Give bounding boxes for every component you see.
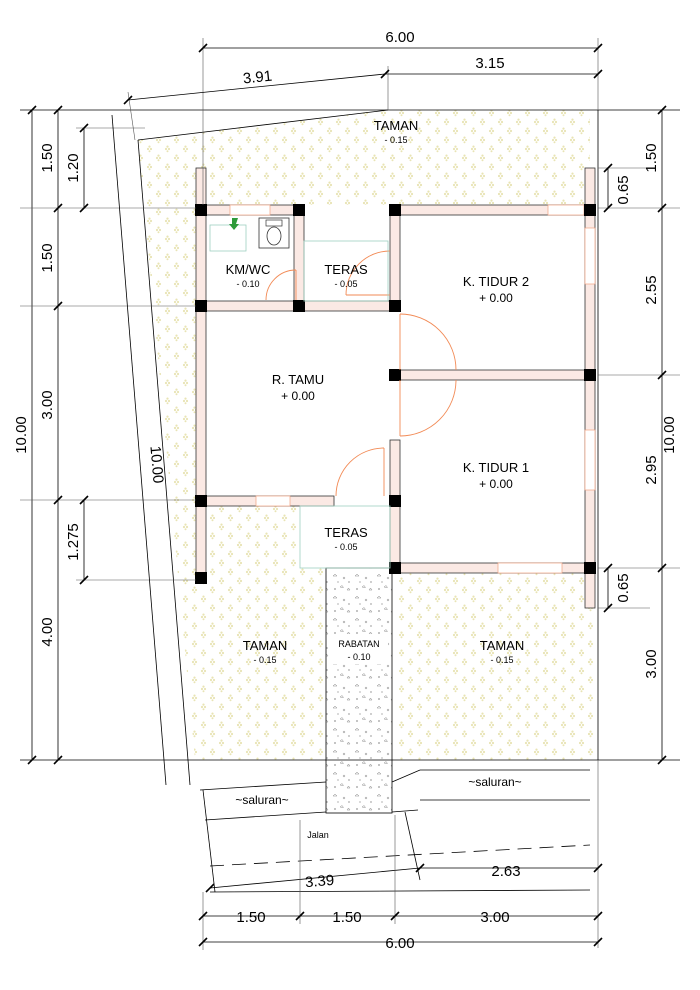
toilet-icon <box>229 218 239 230</box>
dim-right-total: 10.00 <box>661 416 678 454</box>
label-taman-right: TAMAN <box>480 638 525 653</box>
label-kmwc: KM/WC <box>226 262 271 277</box>
doors <box>265 250 457 497</box>
site-boundary <box>20 109 680 786</box>
dim-left-2: 1.50 <box>39 243 56 272</box>
dimension-labels: 6.00 3.91 3.15 10.00 1.50 1.20 1.50 3.00… <box>13 29 678 952</box>
label-tamu: R. TAMU <box>272 372 324 387</box>
dim-top-left: 3.91 <box>242 68 273 88</box>
elev-teras-top: - 0.05 <box>334 279 357 289</box>
dimension-ticks <box>27 43 667 947</box>
dim-right-1b: 0.65 <box>615 175 632 204</box>
elev-taman-right: - 0.15 <box>490 655 513 665</box>
dim-right-4: 3.00 <box>643 649 660 678</box>
label-tidur2: K. TIDUR 2 <box>463 274 529 289</box>
label-taman-top: TAMAN <box>374 118 419 133</box>
columns <box>195 204 596 584</box>
elev-taman-top: - 0.15 <box>384 135 407 145</box>
elev-kmwc: - 0.10 <box>236 279 259 289</box>
toilet-fixtures <box>209 217 290 252</box>
label-saluran-right: ~saluran~ <box>468 775 521 789</box>
label-tidur1: K. TIDUR 1 <box>463 460 529 475</box>
dim-left-total: 10.00 <box>13 416 30 454</box>
dim-right-3: 2.95 <box>643 455 660 484</box>
dim-bottom-a: 3.39 <box>304 872 335 891</box>
elev-teras-bottom: - 0.05 <box>334 542 357 552</box>
dim-left-1: 1.50 <box>39 143 56 172</box>
teras-top-outline <box>303 240 389 302</box>
dim-left-3b: 1.275 <box>65 523 82 561</box>
dimension-lines <box>20 38 680 950</box>
label-teras-top: TERAS <box>324 262 368 277</box>
dim-right-2: 2.55 <box>643 275 660 304</box>
elev-rabatan: - 0.10 <box>347 652 370 662</box>
dim-left-4: 4.00 <box>39 617 56 646</box>
road-area <box>199 769 591 893</box>
elev-tidur2: + 0.00 <box>479 291 513 305</box>
dim-diagonal: 10.00 <box>146 445 166 484</box>
label-jalan: Jalan <box>307 830 329 840</box>
room-labels: TAMAN - 0.15 KM/WC - 0.10 TERAS - 0.05 K… <box>226 118 530 840</box>
rabatan-path <box>325 567 393 814</box>
dim-bottom-2: 1.50 <box>332 909 361 926</box>
dim-right-3b: 0.65 <box>615 573 632 602</box>
dim-bottom-total: 6.00 <box>385 935 414 952</box>
dim-left-1b: 1.20 <box>65 153 82 182</box>
dim-bottom-3: 3.00 <box>480 909 509 926</box>
dim-top-right: 3.15 <box>475 55 504 72</box>
elev-tidur1: + 0.00 <box>479 477 513 491</box>
label-teras-bottom: TERAS <box>324 525 368 540</box>
elev-tamu: + 0.00 <box>281 389 315 403</box>
label-rabatan: RABATAN <box>338 639 379 649</box>
dim-bottom-b: 2.63 <box>491 863 520 880</box>
dim-left-3: 3.00 <box>39 390 56 419</box>
dim-bottom-1: 1.50 <box>236 909 265 926</box>
teras-bottom-outline <box>299 505 391 569</box>
dim-top-total: 6.00 <box>385 29 414 46</box>
dim-right-1: 1.50 <box>643 143 660 172</box>
label-taman-left: TAMAN <box>243 638 288 653</box>
elev-taman-left: - 0.15 <box>253 655 276 665</box>
label-saluran-left: ~saluran~ <box>235 793 288 807</box>
